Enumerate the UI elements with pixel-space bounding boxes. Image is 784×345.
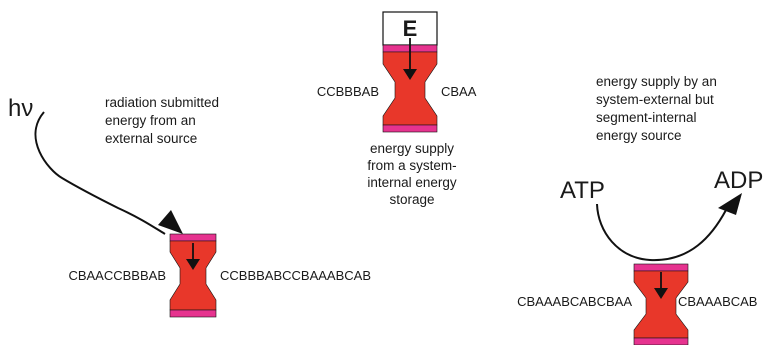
svg-text:energy supply by an: energy supply by an [596, 74, 717, 89]
photon-arrow [34, 111, 166, 235]
svg-text:system-external but: system-external but [596, 92, 714, 107]
svg-text:storage: storage [389, 192, 434, 207]
left-motor [169, 233, 217, 318]
energy-storage-label: E [403, 16, 418, 41]
left-caption: radiation submitted energy from an exter… [105, 95, 219, 146]
adp-arrowhead-icon [718, 193, 742, 215]
middle-sequence-left: CCBBBAB [317, 84, 379, 99]
right-down-arrow-icon [654, 288, 668, 299]
svg-text:radiation submitted: radiation submitted [105, 95, 219, 110]
atp-label: ATP [560, 177, 605, 204]
svg-text:energy from an: energy from an [105, 113, 196, 128]
svg-text:segment-internal: segment-internal [596, 110, 697, 125]
right-sequence-left: CBAAABCABCBAA [517, 294, 632, 309]
middle-caption: energy supply from a system- internal en… [367, 141, 457, 207]
left-sequence-left: CBAACCBBBAB [68, 268, 166, 283]
middle-down-arrow-icon [403, 69, 417, 80]
photon-arrowhead-icon [158, 210, 183, 234]
left-down-arrow-icon [186, 259, 200, 270]
right-caption: energy supply by an system-external but … [596, 74, 717, 143]
right-section: energy supply by an system-external but … [517, 74, 763, 345]
svg-text:energy supply: energy supply [370, 141, 454, 156]
svg-text:from a system-: from a system- [367, 158, 456, 173]
middle-motor [382, 38, 438, 133]
photon-label: hν [8, 95, 33, 122]
middle-sequence-right: CBAA [441, 84, 477, 99]
svg-text:external source: external source [105, 131, 197, 146]
right-motor [633, 263, 689, 345]
right-sequence-right: CBAAABCAB [678, 294, 757, 309]
atp-to-adp-arrow [596, 203, 727, 262]
left-sequence-right: CCBBBABCCBAAABCAB [220, 268, 371, 283]
svg-text:energy source: energy source [596, 128, 682, 143]
adp-label: ADP [714, 167, 763, 194]
svg-text:internal energy: internal energy [367, 175, 457, 190]
left-section: hν radiation submitted energy from an ex… [8, 95, 371, 318]
middle-section: E CCBBBAB CBAA energy supply from a syst… [317, 11, 477, 207]
